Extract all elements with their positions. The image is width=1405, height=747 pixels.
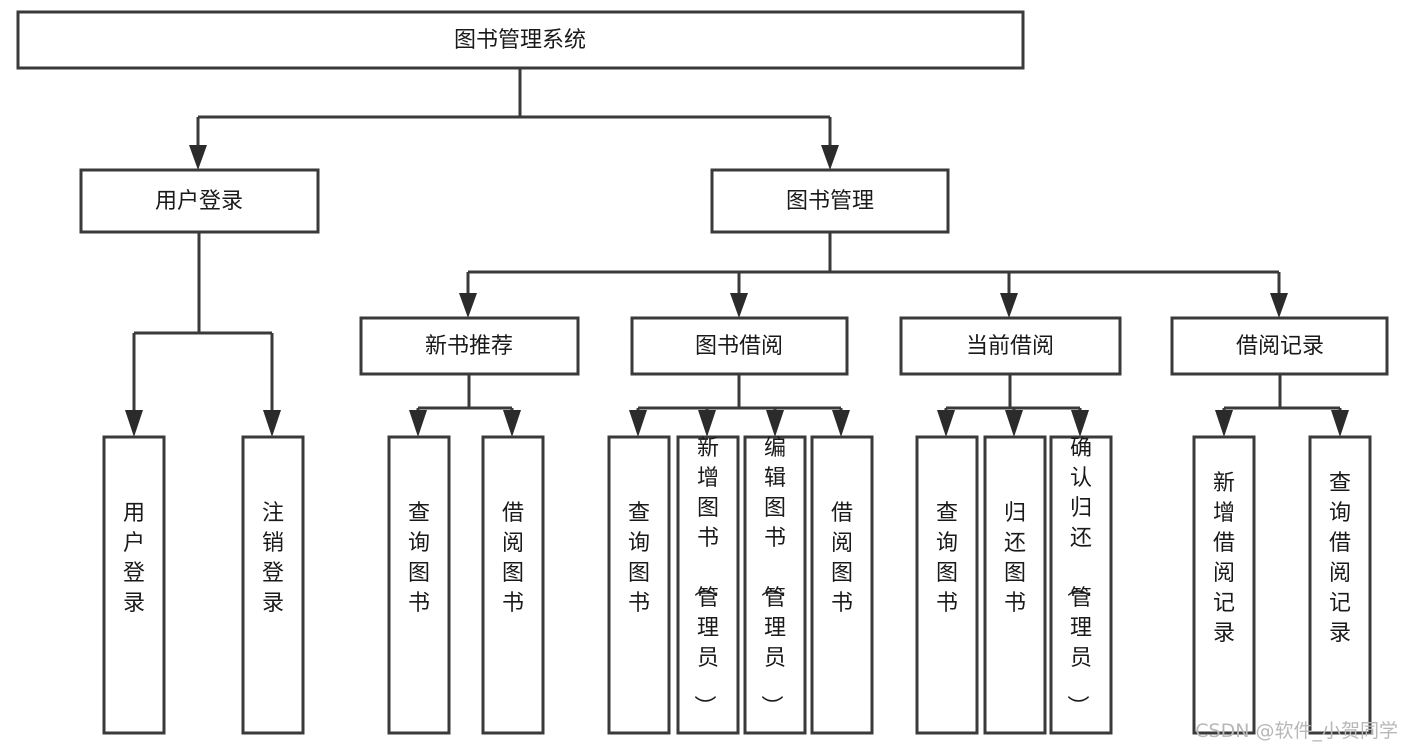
leaf-current-borrow-1-box[interactable]: [983, 435, 1047, 735]
node-book-manage[interactable]: 图书管理: [710, 168, 950, 234]
arrow-user-login-child-1: [263, 410, 281, 437]
leaf-user-login-1[interactable]: 注销登录: [241, 435, 305, 735]
leaf-user-login-0-box[interactable]: [102, 435, 166, 735]
node-current-borrow-box[interactable]: [899, 316, 1122, 376]
leaf-book-borrow-3-box[interactable]: [810, 435, 874, 735]
node-user-login-label: 用户登录: [155, 189, 243, 214]
leaf-book-borrow-1-label: 新增图书（管理员）: [691, 436, 719, 717]
connector-layer: [125, 68, 1349, 437]
arrow-current-borrow-child-1: [1005, 410, 1023, 437]
leaf-user-login-0-label: 用户登录: [123, 501, 145, 616]
node-borrow-record-box[interactable]: [1170, 316, 1389, 376]
leaf-borrow-record-1[interactable]: 查询借阅记录: [1308, 435, 1372, 735]
node-current-borrow[interactable]: 当前借阅: [899, 316, 1122, 376]
arrow-to-borrow-record: [1270, 293, 1288, 318]
leaf-borrow-record-0-box[interactable]: [1192, 435, 1256, 735]
node-new-book-recommend-box[interactable]: [359, 316, 580, 376]
arrow-borrow-record-child-0: [1215, 410, 1233, 437]
leaf-user-login-1-box[interactable]: [241, 435, 305, 735]
arrow-new-book-child-1: [503, 410, 521, 437]
node-user-login-box[interactable]: [79, 168, 320, 234]
leaf-book-borrow-2[interactable]: 编辑图书（管理员）: [743, 435, 807, 735]
node-current-borrow-label: 当前借阅: [966, 334, 1054, 359]
csdn-watermark: CSDN @软件_小贺同学: [1195, 720, 1398, 742]
arrow-book-borrow-child-0: [629, 410, 647, 437]
arrow-current-borrow-child-0: [937, 410, 955, 437]
arrow-to-current-borrow: [1000, 293, 1018, 318]
arrow-to-book-manage: [821, 145, 839, 170]
node-new-book-recommend-label: 新书推荐: [425, 334, 513, 359]
node-book-borrow[interactable]: 图书借阅: [630, 316, 849, 376]
leaf-book-borrow-0-box[interactable]: [607, 435, 671, 735]
leaf-new-book-0-box[interactable]: [387, 435, 451, 735]
node-borrow-record-label: 借阅记录: [1236, 334, 1324, 359]
arrow-borrow-record-child-1: [1331, 410, 1349, 437]
arrow-new-book-child-0: [409, 410, 427, 437]
leaf-current-borrow-2-label: 确认归还（管理员）: [1064, 436, 1092, 717]
leaf-current-borrow-0-label: 查询图书: [936, 501, 958, 616]
leaf-book-borrow-2-label: 编辑图书（管理员）: [758, 436, 786, 717]
leaf-current-borrow-2-box[interactable]: [1049, 435, 1113, 735]
arrow-book-borrow-child-1: [698, 410, 716, 437]
leaf-new-book-0[interactable]: 查询图书: [387, 435, 451, 735]
leaf-book-borrow-3-label: 借阅图书: [831, 501, 853, 616]
node-new-book-recommend[interactable]: 新书推荐: [359, 316, 580, 376]
node-user-login[interactable]: 用户登录: [79, 168, 320, 234]
leaf-current-borrow-0[interactable]: 查询图书: [915, 435, 979, 735]
arrow-to-book-borrow: [730, 293, 748, 318]
arrow-to-user-login: [189, 145, 207, 170]
leaf-borrow-record-0-label: 新增借阅记录: [1213, 471, 1235, 646]
leaf-book-borrow-0-label: 查询图书: [628, 501, 650, 616]
leaf-borrow-record-1-label: 查询借阅记录: [1329, 471, 1351, 646]
node-root-box[interactable]: [16, 10, 1025, 70]
leaf-borrow-record-0[interactable]: 新增借阅记录: [1192, 435, 1256, 735]
node-root[interactable]: 图书管理系统: [16, 10, 1025, 70]
leaf-borrow-record-1-box[interactable]: [1308, 435, 1372, 735]
leaf-new-book-1[interactable]: 借阅图书: [481, 435, 545, 735]
leaf-current-borrow-2[interactable]: 确认归还（管理员）: [1049, 435, 1113, 735]
leaf-current-borrow-0-box[interactable]: [915, 435, 979, 735]
leaf-user-login-0[interactable]: 用户登录: [102, 435, 166, 735]
arrow-to-new-book: [459, 293, 477, 318]
leaf-book-borrow-2-box[interactable]: [743, 435, 807, 735]
leaf-new-book-1-box[interactable]: [481, 435, 545, 735]
arrow-current-borrow-child-2: [1071, 410, 1089, 437]
arrow-user-login-child-0: [125, 410, 143, 437]
leaf-book-borrow-1-box[interactable]: [676, 435, 740, 735]
arrow-book-borrow-child-2: [766, 410, 784, 437]
leaf-book-borrow-0[interactable]: 查询图书: [607, 435, 671, 735]
node-book-borrow-box[interactable]: [630, 316, 849, 376]
leaf-current-borrow-1-label: 归还图书: [1004, 501, 1026, 616]
node-book-borrow-label: 图书借阅: [695, 334, 783, 359]
leaf-book-borrow-1[interactable]: 新增图书（管理员）: [676, 435, 740, 735]
arrow-book-borrow-child-3: [832, 410, 850, 437]
leaf-book-borrow-3[interactable]: 借阅图书: [810, 435, 874, 735]
leaf-new-book-0-label: 查询图书: [408, 501, 430, 616]
leaf-new-book-1-label: 借阅图书: [502, 501, 524, 616]
node-book-manage-box[interactable]: [710, 168, 950, 234]
leaf-user-login-1-label: 注销登录: [262, 501, 284, 616]
node-root-label: 图书管理系统: [454, 28, 586, 53]
node-borrow-record[interactable]: 借阅记录: [1170, 316, 1389, 376]
leaf-current-borrow-1[interactable]: 归还图书: [983, 435, 1047, 735]
node-book-manage-label: 图书管理: [786, 189, 874, 214]
